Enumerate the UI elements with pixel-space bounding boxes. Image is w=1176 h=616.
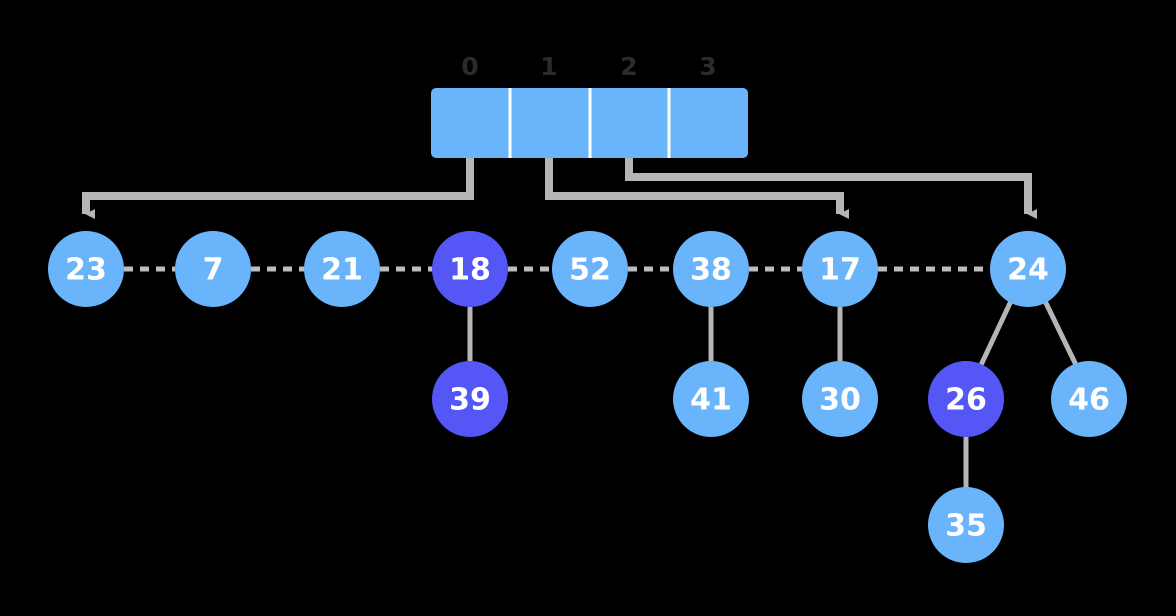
node-21[interactable]: 21 <box>304 231 380 307</box>
node-38-label: 38 <box>690 253 732 288</box>
node-7-circle[interactable] <box>175 231 251 307</box>
bucket-index-1: 1 <box>540 52 557 81</box>
node-39-label: 39 <box>449 383 491 418</box>
node-39-circle[interactable] <box>432 361 508 437</box>
bucket-pointers <box>82 158 1037 219</box>
node-23-label: 23 <box>65 253 107 288</box>
node-46[interactable]: 46 <box>1051 361 1127 437</box>
node-7[interactable]: 7 <box>175 231 251 307</box>
node-26-label: 26 <box>945 383 987 418</box>
node-30-circle[interactable] <box>802 361 878 437</box>
node-41[interactable]: 41 <box>673 361 749 437</box>
bucket-index-0: 0 <box>461 52 478 81</box>
bucket-index-2: 2 <box>620 52 637 81</box>
node-23[interactable]: 23 <box>48 231 124 307</box>
edge-24-46 <box>1042 299 1079 367</box>
node-17-circle[interactable] <box>802 231 878 307</box>
bucket-index-labels: 0 1 2 3 <box>461 52 716 81</box>
node-41-circle[interactable] <box>673 361 749 437</box>
bucket-1-pointer-arrow <box>545 158 849 219</box>
bucket-array[interactable] <box>431 88 748 158</box>
node-18[interactable]: 18 <box>432 231 508 307</box>
node-38[interactable]: 38 <box>673 231 749 307</box>
node-35[interactable]: 35 <box>928 487 1004 563</box>
node-21-circle[interactable] <box>304 231 380 307</box>
node-38-circle[interactable] <box>673 231 749 307</box>
node-46-circle[interactable] <box>1051 361 1127 437</box>
node-52-label: 52 <box>569 253 611 288</box>
node-52-circle[interactable] <box>552 231 628 307</box>
node-17-label: 17 <box>819 253 861 288</box>
node-23-circle[interactable] <box>48 231 124 307</box>
edge-24-26 <box>978 299 1014 367</box>
node-41-label: 41 <box>690 383 732 418</box>
node-35-circle[interactable] <box>928 487 1004 563</box>
node-26-circle[interactable] <box>928 361 1004 437</box>
node-26[interactable]: 26 <box>928 361 1004 437</box>
node-30-label: 30 <box>819 383 861 418</box>
node-24[interactable]: 24 <box>990 231 1066 307</box>
tree-edges <box>467 299 1079 489</box>
node-35-label: 35 <box>945 509 987 544</box>
bucket-0-pointer-arrow <box>82 158 474 219</box>
bucket-2-pointer-arrow <box>625 158 1037 219</box>
node-46-label: 46 <box>1068 383 1110 418</box>
node-17[interactable]: 17 <box>802 231 878 307</box>
node-24-label: 24 <box>1007 253 1049 288</box>
node-24-circle[interactable] <box>990 231 1066 307</box>
node-18-circle[interactable] <box>432 231 508 307</box>
node-7-label: 7 <box>203 253 224 288</box>
node-18-label: 18 <box>449 253 491 288</box>
bucket-index-3: 3 <box>699 52 716 81</box>
node-30[interactable]: 30 <box>802 361 878 437</box>
node-21-label: 21 <box>321 253 363 288</box>
node-39[interactable]: 39 <box>432 361 508 437</box>
node-52[interactable]: 52 <box>552 231 628 307</box>
